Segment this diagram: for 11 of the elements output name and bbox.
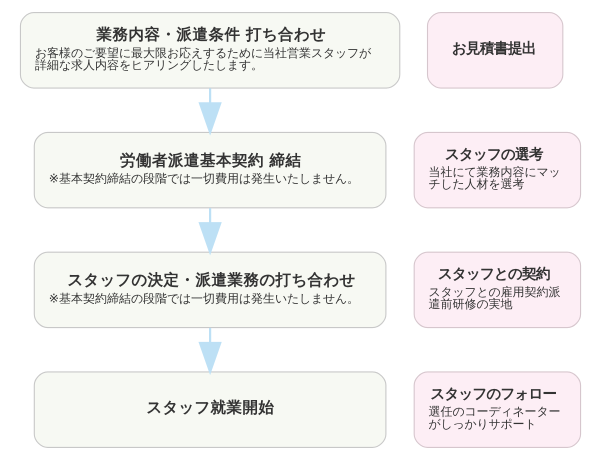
- node-box: スタッフ就業開始: [33, 371, 386, 448]
- arrow: [198, 328, 222, 376]
- node-box: スタッフのフォロー 選任のコーディネーターがしっかりサポート: [413, 371, 581, 448]
- arrow: [198, 208, 222, 256]
- node-box: スタッフの選考 当社にて業務内容にマッチした人材を選考: [413, 132, 581, 208]
- node-box: お見積書提出: [426, 12, 563, 89]
- arrow: [198, 88, 222, 136]
- node-box: 労働者派遣基本契約 締結 ※基本契約締結の段階では一切費用は発生いたしません。: [33, 132, 386, 208]
- node-box: スタッフとの契約 スタッフとの雇用契約派遣前研修の実地: [413, 252, 581, 328]
- node-box: 業務内容・派遣条件 打ち合わせ お客様のご要望に最大限お応えするために当社営業スタッフが詳細な求人内容をヒアリングしたします。: [19, 12, 400, 89]
- node-box: スタッフの決定・派遣業務の打ち合わせ ※基本契約締結の段階では一切費用は発生いたしません。: [33, 252, 386, 328]
